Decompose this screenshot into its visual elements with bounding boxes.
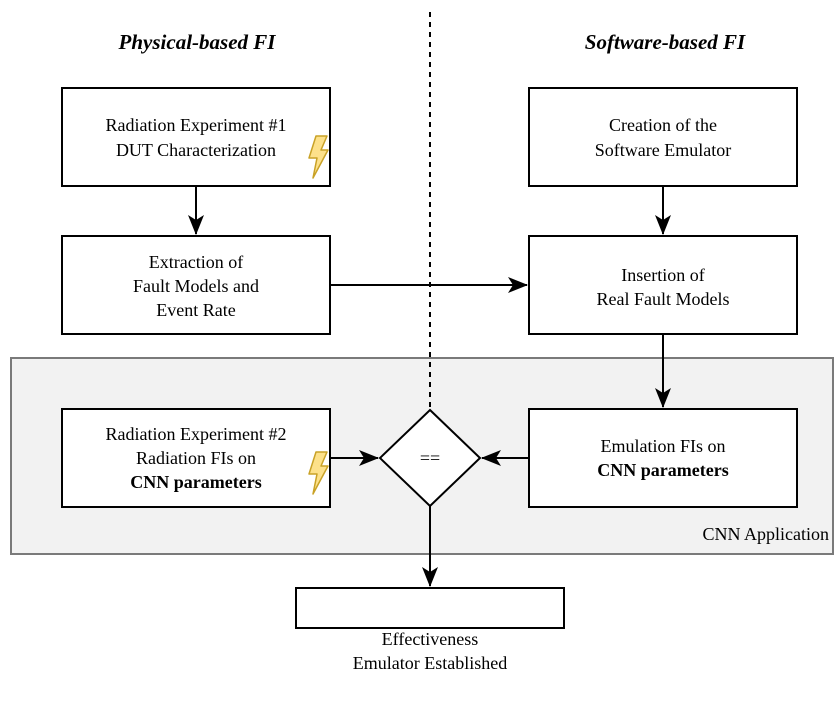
box-insertion-of-real-fault-models: Insertion of Real Fault Models — [528, 235, 798, 335]
box-label-line: Creation of the — [609, 115, 717, 135]
box-creation-of-software-emulator: Creation of the Software Emulator — [528, 87, 798, 187]
lightning-bolt-icon — [308, 451, 329, 495]
cnn-application-label: CNN Application — [703, 524, 830, 544]
box-label-line: Insertion of — [621, 265, 704, 285]
box-label-line: Emulation FIs on — [601, 436, 726, 456]
box-label-line: Real Fault Models — [597, 289, 730, 309]
header-software-based-fi: Software-based FI — [585, 30, 746, 54]
box-label-line: Extraction of — [149, 252, 243, 272]
box-effectiveness-emulator-established: Effectiveness Emulator Established — [295, 587, 565, 673]
box-radiation-experiment-2: Radiation Experiment #2 Radiation FIs on… — [61, 408, 331, 508]
box-label-line: Emulator Established — [353, 653, 507, 673]
box-emulation-fis: Emulation FIs on CNN parameters — [528, 408, 798, 508]
box-label-line: Event Rate — [156, 300, 235, 320]
box-label-line: Radiation Experiment #2 — [106, 424, 287, 444]
box-label-line: Effectiveness — [382, 629, 479, 649]
decision-compare-diamond: == — [378, 408, 482, 508]
box-label-line: Fault Models and — [133, 276, 259, 296]
header-physical-based-fi: Physical-based FI — [118, 30, 277, 54]
lightning-bolt-icon — [308, 135, 329, 179]
box-label-line: DUT Characterization — [116, 140, 276, 160]
box-label-bold-line: CNN parameters — [130, 472, 261, 492]
box-extraction-of-fault-models: Extraction of Fault Models and Event Rat… — [61, 235, 331, 335]
box-label-line: Software Emulator — [595, 140, 731, 160]
box-radiation-experiment-1: Radiation Experiment #1 DUT Characteriza… — [61, 87, 331, 187]
box-label-line: Radiation FIs on — [136, 448, 256, 468]
box-label-bold-line: CNN parameters — [597, 460, 728, 480]
box-label-line: Radiation Experiment #1 — [106, 115, 287, 135]
decision-label: == — [420, 448, 440, 468]
